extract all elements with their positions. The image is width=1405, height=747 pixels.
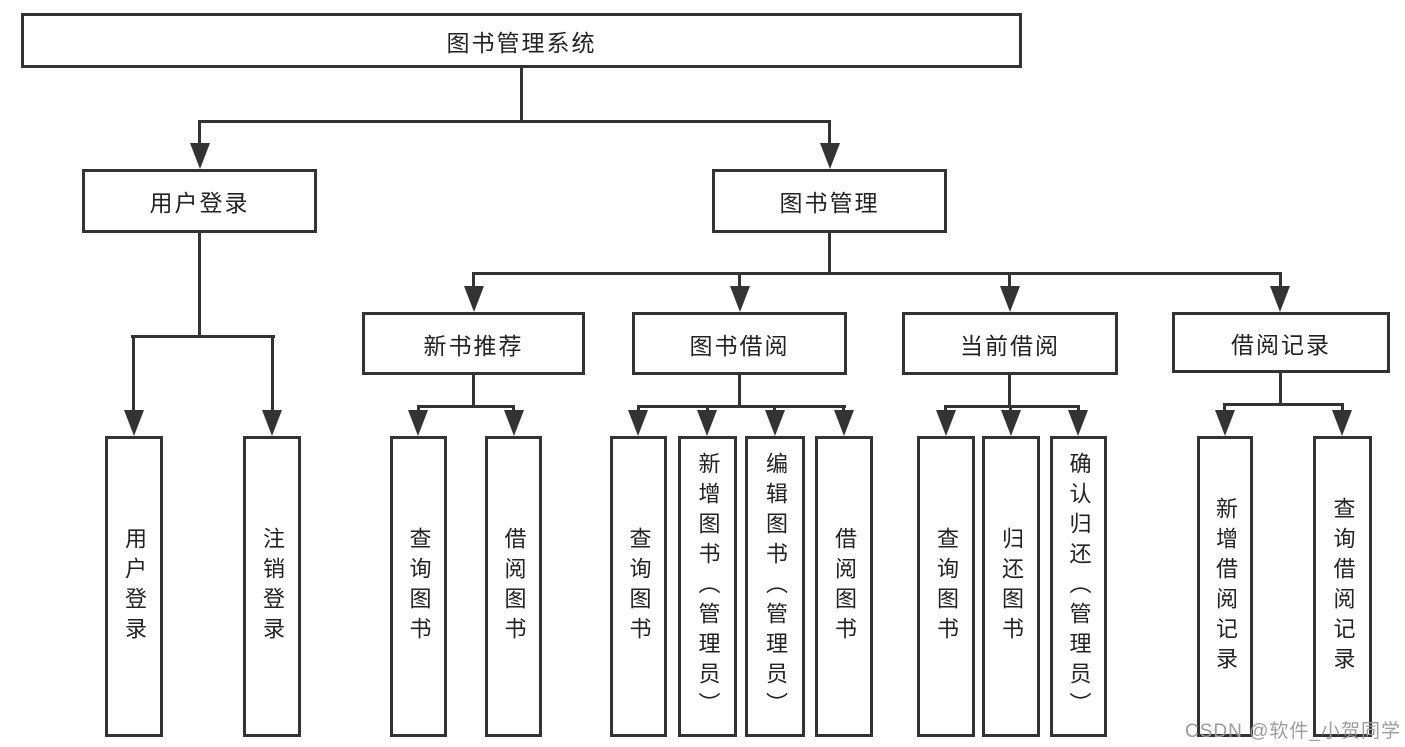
leaf-add-borrow-record: 新增借阅记录 bbox=[1197, 436, 1253, 737]
node-user-login-label: 用户登录 bbox=[149, 190, 250, 216]
arrowhead-down-icon bbox=[1001, 410, 1021, 436]
node-book-borrow: 图书借阅 bbox=[632, 312, 847, 375]
arrowhead-down-icon bbox=[262, 410, 282, 436]
arrowhead-down-icon bbox=[1215, 410, 1235, 436]
connector-book-mgmt-bar bbox=[472, 272, 1282, 275]
leaf-return-books: 归还图书 bbox=[982, 436, 1040, 737]
leaf-add-borrow-record-label: 新增借阅记录 bbox=[1213, 496, 1238, 677]
connector-section-bar bbox=[417, 405, 515, 408]
leaf-add-books-admin-label: 新增图书（管理员） bbox=[695, 451, 721, 722]
node-root-label: 图书管理系统 bbox=[446, 29, 597, 56]
connector-user-login-bar bbox=[131, 335, 275, 338]
leaf-query-books-current-label: 查询图书 bbox=[934, 526, 959, 647]
leaf-edit-books-admin: 编辑图书（管理员） bbox=[745, 436, 805, 737]
leaf-borrow-books: 借阅图书 bbox=[815, 436, 873, 737]
leaf-query-books-recommend: 查询图书 bbox=[390, 436, 447, 737]
arrowhead-down-icon bbox=[697, 410, 717, 436]
connector-section-stem bbox=[1008, 375, 1011, 407]
connector-section-drop bbox=[738, 272, 741, 295]
leaf-edit-books-admin-label: 编辑图书（管理员） bbox=[763, 451, 788, 722]
leaf-query-books-recommend-label: 查询图书 bbox=[406, 526, 432, 647]
connector-section-drop bbox=[1008, 272, 1011, 295]
arrowhead-down-icon bbox=[936, 410, 956, 436]
leaf-logout: 注销登录 bbox=[243, 436, 301, 737]
node-current-borrow-label: 当前借阅 bbox=[960, 332, 1060, 359]
connector-section-drop bbox=[1279, 272, 1282, 295]
leaf-confirm-return-admin-label: 确认归还（管理员） bbox=[1066, 451, 1092, 722]
connector-root-bar bbox=[198, 120, 831, 123]
arrowhead-down-icon bbox=[730, 286, 750, 312]
arrowhead-down-icon bbox=[504, 410, 524, 436]
arrowhead-down-icon bbox=[1068, 410, 1088, 436]
connector-root-stem bbox=[520, 68, 523, 123]
node-borrow-records-label: 借阅记录 bbox=[1231, 331, 1331, 358]
connector-book-mgmt-drop bbox=[828, 120, 831, 150]
leaf-borrow-books-recommend-label: 借阅图书 bbox=[501, 526, 527, 647]
node-new-book-recommend-label: 新书推荐 bbox=[423, 332, 524, 359]
node-borrow-records: 借阅记录 bbox=[1172, 312, 1390, 373]
arrowhead-down-icon bbox=[765, 410, 785, 436]
leaf-query-borrow-record: 查询借阅记录 bbox=[1313, 436, 1372, 737]
arrowhead-down-icon bbox=[1000, 286, 1020, 312]
arrowhead-down-icon bbox=[464, 286, 484, 312]
node-book-management: 图书管理 bbox=[712, 169, 947, 233]
connector-section-bar bbox=[1224, 403, 1344, 406]
node-current-borrow: 当前借阅 bbox=[902, 312, 1118, 375]
leaf-return-books-label: 归还图书 bbox=[999, 526, 1024, 647]
arrowhead-down-icon bbox=[834, 410, 854, 436]
arrowhead-down-icon bbox=[820, 143, 840, 169]
arrowhead-down-icon bbox=[628, 410, 648, 436]
connector-user-login-stem bbox=[198, 233, 201, 338]
connector-section-bar bbox=[945, 405, 1080, 408]
node-root: 图书管理系统 bbox=[21, 13, 1022, 68]
connector-section-stem bbox=[472, 375, 475, 407]
leaf-query-borrow-record-label: 查询借阅记录 bbox=[1330, 496, 1356, 677]
connector-book-mgmt-stem bbox=[828, 233, 831, 275]
connector-user-login-drop bbox=[198, 120, 201, 150]
node-user-login: 用户登录 bbox=[82, 169, 317, 233]
arrowhead-down-icon bbox=[190, 143, 210, 169]
arrowhead-down-icon bbox=[1270, 286, 1290, 312]
leaf-borrow-books-label: 借阅图书 bbox=[832, 526, 857, 647]
leaf-borrow-books-recommend: 借阅图书 bbox=[485, 436, 542, 737]
node-book-borrow-label: 图书借阅 bbox=[689, 332, 790, 359]
connector-leaf-drop bbox=[132, 335, 135, 420]
node-book-management-label: 图书管理 bbox=[779, 190, 880, 216]
leaf-confirm-return-admin: 确认归还（管理员） bbox=[1050, 436, 1107, 737]
node-new-book-recommend: 新书推荐 bbox=[362, 312, 585, 375]
leaf-logout-label: 注销登录 bbox=[260, 526, 285, 647]
arrowhead-down-icon bbox=[1332, 410, 1352, 436]
connector-section-stem bbox=[738, 375, 741, 407]
leaf-query-books-current: 查询图书 bbox=[917, 436, 975, 737]
arrowhead-down-icon bbox=[408, 410, 428, 436]
connector-section-drop bbox=[472, 272, 475, 295]
leaf-user-login-label: 用户登录 bbox=[122, 526, 147, 647]
connector-leaf-drop bbox=[271, 335, 274, 420]
watermark-text: CSDN @软件_小贺同学 bbox=[1185, 721, 1401, 742]
arrowhead-down-icon bbox=[124, 410, 144, 436]
leaf-query-books-borrow: 查询图书 bbox=[610, 436, 667, 737]
leaf-add-books-admin: 新增图书（管理员） bbox=[678, 436, 737, 737]
leaf-user-login: 用户登录 bbox=[105, 436, 163, 737]
connector-section-stem bbox=[1279, 373, 1282, 405]
leaf-query-books-borrow-label: 查询图书 bbox=[626, 526, 652, 647]
connector-section-bar bbox=[637, 405, 846, 408]
